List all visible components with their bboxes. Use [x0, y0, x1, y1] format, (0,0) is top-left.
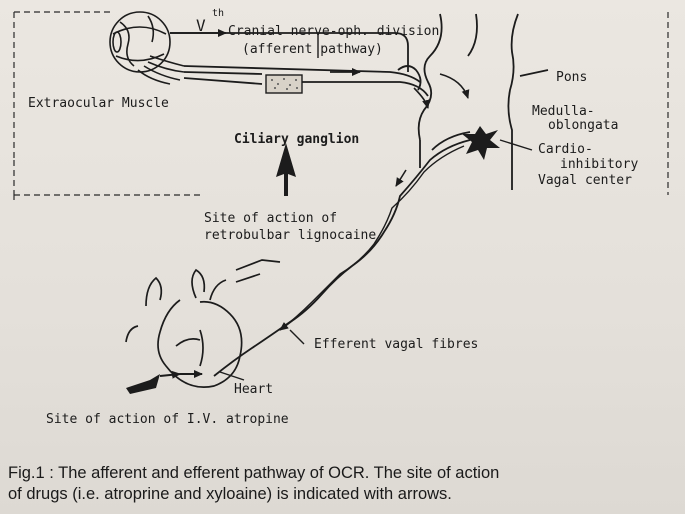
ocr-pathway-diagram [13, 11, 669, 394]
cardio-line2-label: inhibitory [560, 157, 639, 172]
brainstem-drawing [397, 13, 549, 190]
iv-atropine-site-arrow-icon [126, 374, 160, 394]
retrobulbar-site-arrow-icon [276, 143, 296, 196]
nerve-numeral-label: V [196, 16, 206, 35]
eyeball-drawing [109, 11, 185, 85]
pons-label: Pons [556, 70, 588, 85]
extraocular-muscle-label: Extraocular Muscle [28, 96, 169, 111]
medulla-line1-label: Medulla- [532, 104, 595, 119]
figure-caption: Fig.1 : The afferent and efferent pathwa… [8, 463, 680, 505]
caption-line-1: Fig.1 : The afferent and efferent pathwa… [8, 464, 500, 482]
heart-drawing [125, 259, 281, 388]
ciliary-ganglion-box [265, 74, 303, 94]
cardio-line1-label: Cardio- [538, 142, 593, 157]
site-retro-line1-label: Site of action of [204, 211, 338, 226]
nerve-line1-label: Cranial nerve-oph. division [228, 24, 440, 39]
nerve-superscript-label: th [212, 8, 225, 19]
site-retro-line2-label: retrobulbar lignocaine [204, 228, 377, 243]
dashed-frame [13, 11, 669, 200]
ciliary-ganglion-label: Ciliary ganglion [234, 132, 360, 147]
cardio-line3-label: Vagal center [538, 173, 632, 188]
afferent-pathway [170, 29, 429, 97]
vagal-center-star-icon [462, 126, 500, 160]
medulla-line2-label: oblongata [548, 118, 619, 133]
heart-label: Heart [234, 382, 274, 397]
site-iv-label: Site of action of I.V. atropine [46, 412, 289, 427]
efferent-vagal-label: Efferent vagal fibres [314, 337, 479, 352]
caption-line-2: of drugs (i.e. atroprine and xyloaine) i… [8, 485, 452, 503]
nerve-line2-label: (afferent pathway) [242, 42, 383, 57]
